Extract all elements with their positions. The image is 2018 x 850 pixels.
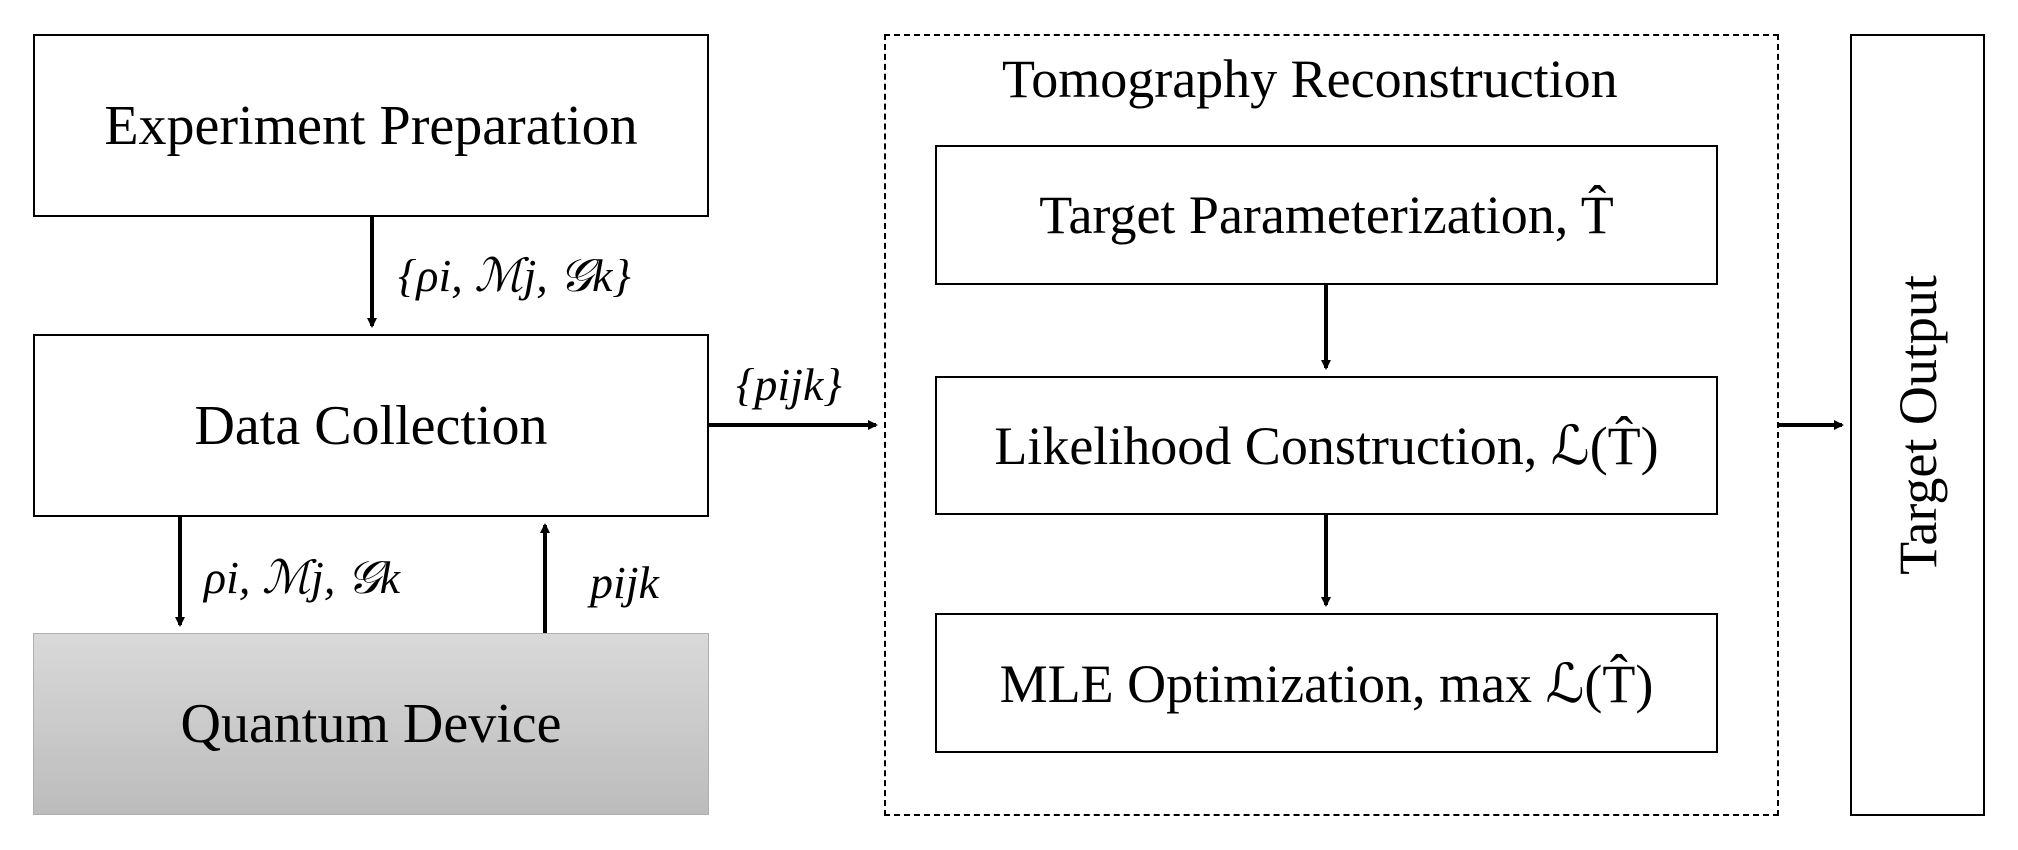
- mle-optimization-label: MLE Optimization, max ℒ(T̂): [999, 653, 1654, 714]
- data-collection-label: Data Collection: [194, 394, 548, 457]
- experiment-preparation-box: Experiment Preparation: [33, 34, 709, 217]
- data-collection-box: Data Collection: [33, 334, 709, 517]
- prep-to-collection-label: {ρi, ℳj, 𝒢k}: [398, 250, 631, 301]
- mle-optimization-box: MLE Optimization, max ℒ(T̂): [935, 613, 1718, 753]
- collection-to-device-label: ρi, ℳj, 𝒢k: [204, 552, 400, 603]
- target-parameterization-box: Target Parameterization, T̂: [935, 145, 1718, 285]
- collection-to-group-label: {pijk}: [736, 359, 842, 410]
- device-to-collection-label: pijk: [590, 557, 659, 608]
- target-output-box: Target Output: [1850, 34, 1985, 816]
- likelihood-construction-box: Likelihood Construction, ℒ(T̂): [935, 376, 1718, 515]
- tomography-reconstruction-group: [884, 34, 1779, 816]
- quantum-device-label: Quantum Device: [180, 693, 562, 755]
- target-parameterization-label: Target Parameterization, T̂: [1039, 185, 1614, 245]
- experiment-preparation-label: Experiment Preparation: [104, 94, 638, 157]
- likelihood-construction-label: Likelihood Construction, ℒ(T̂): [994, 416, 1659, 476]
- quantum-device-box: Quantum Device: [33, 633, 709, 815]
- tomography-reconstruction-title: Tomography Reconstruction: [1002, 49, 1618, 109]
